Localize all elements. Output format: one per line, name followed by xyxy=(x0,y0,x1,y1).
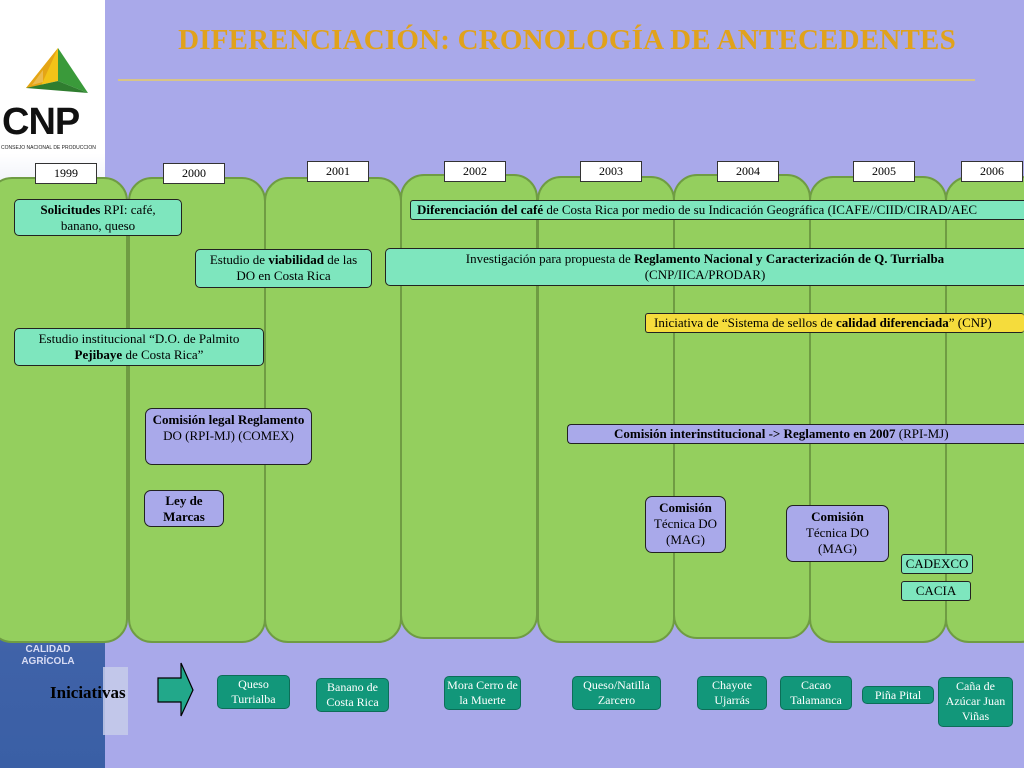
sidebar-caption-line: AGRÍCOLA xyxy=(21,656,75,667)
estudio-institucional-box: Estudio institucional “D.O. de Palmito P… xyxy=(14,328,264,366)
year-label: 2003 xyxy=(580,161,642,182)
box-bold-text: Comisión xyxy=(659,500,712,515)
box-text: Técnica DO (MAG) xyxy=(653,516,718,547)
pyramid-icon xyxy=(26,48,88,93)
box-text: Técnica DO (MAG) xyxy=(805,525,870,556)
year-label: 2000 xyxy=(163,163,225,184)
sidebar-caption-line: CALIDAD xyxy=(25,644,71,655)
box-text: RPI: café, banano, queso xyxy=(60,202,156,233)
solicitudes-box: Solicitudes RPI: café, banano, queso xyxy=(14,199,182,236)
year-column-2002 xyxy=(400,174,538,639)
cadexco-box: CADEXCO xyxy=(901,554,973,574)
year-label: 2005 xyxy=(853,161,915,182)
box-bold-text: Ley de Marcas xyxy=(163,493,205,524)
box-text: de Costa Rica por medio de su Indicación… xyxy=(543,202,978,217)
iniciativa-item: Cacao Talamanca xyxy=(780,676,852,710)
diferenciacion-cafe-box: Diferenciación del café de Costa Rica po… xyxy=(410,200,1024,220)
box-text: Iniciativa de “Sistema de sellos de xyxy=(654,315,836,330)
box-text: de las DO en Costa Rica xyxy=(236,252,358,283)
estudio-viabilidad-box: Estudio de viabilidad de las DO en Costa… xyxy=(195,249,372,288)
box-bold-text: Reglamento Nacional y Caracterización de… xyxy=(634,251,945,266)
page-title: DIFERENCIACIÓN: CRONOLOGÍA DE ANTECEDENT… xyxy=(178,24,956,56)
box-text: Estudio de xyxy=(209,252,269,267)
box-text: de Costa Rica” xyxy=(122,347,204,362)
iniciativas-panel xyxy=(103,667,128,735)
iniciativa-item: Banano de Costa Rica xyxy=(316,678,389,712)
year-column-1999 xyxy=(0,177,128,643)
comision-interinstitucional-box: Comisión interinstitucional -> Reglament… xyxy=(567,424,1024,444)
cacia-box: CACIA xyxy=(901,581,971,601)
box-bold-text: Pejibaye xyxy=(74,347,123,362)
box-text: (CNP/IICA/PRODAR) xyxy=(644,267,766,282)
iniciativa-item: Queso Turrialba xyxy=(217,675,290,709)
iniciativa-item: Piña Pital xyxy=(862,686,934,704)
sidebar-caption: CALIDAD AGRÍCOLA xyxy=(16,644,80,668)
year-label: 2004 xyxy=(717,161,779,182)
box-text: Investigación para propuesta de xyxy=(465,251,635,266)
box-text: (RPI-MJ) xyxy=(895,426,949,441)
iniciativas-label: Iniciativas xyxy=(50,683,126,702)
box-bold-text: calidad diferenciada xyxy=(835,315,949,330)
box-text: DO (RPI-MJ) (COMEX) xyxy=(163,428,294,443)
investigacion-box: Investigación para propuesta de Reglamen… xyxy=(385,248,1024,286)
title-divider xyxy=(118,79,975,81)
iniciativa-item: Caña de Azúcar Juan Viñas xyxy=(938,677,1013,727)
box-bold-text: Diferenciación del café xyxy=(417,202,544,217)
iniciativa-sellos-box: Iniciativa de “Sistema de sellos de cali… xyxy=(645,313,1024,333)
logo-subtitle: CONSEJO NACIONAL DE PRODUCCIÓN xyxy=(1,145,96,151)
cnp-logo xyxy=(0,48,105,153)
iniciativa-item: Queso/Natilla Zarcero xyxy=(572,676,661,710)
year-column-2004 xyxy=(673,174,811,639)
year-label: 2001 xyxy=(307,161,369,182)
box-bold-text: Comisión interinstitucional -> Reglament… xyxy=(614,426,896,441)
year-label: 2006 xyxy=(961,161,1023,182)
box-text: Estudio institucional “D.O. de Palmito xyxy=(38,331,240,346)
arrow-right-icon xyxy=(157,662,194,717)
box-text: ” (CNP) xyxy=(948,315,992,330)
comision-legal-box: Comisión legal Reglamento DO (RPI-MJ) (C… xyxy=(145,408,312,465)
ley-marcas-box: Ley de Marcas xyxy=(144,490,224,527)
year-column-2003 xyxy=(537,176,675,643)
year-label: 1999 xyxy=(35,163,97,184)
box-bold-text: Comisión legal Reglamento xyxy=(152,412,305,427)
box-bold-text: Comisión xyxy=(811,509,864,524)
iniciativa-item: Chayote Ujarrás xyxy=(697,676,767,710)
iniciativa-item: Mora Cerro de la Muerte xyxy=(444,676,521,710)
year-label: 2002 xyxy=(444,161,506,182)
box-bold-text: viabilidad xyxy=(268,252,324,267)
box-bold-text: Solicitudes xyxy=(40,202,101,217)
logo-text: CNP xyxy=(2,101,80,143)
